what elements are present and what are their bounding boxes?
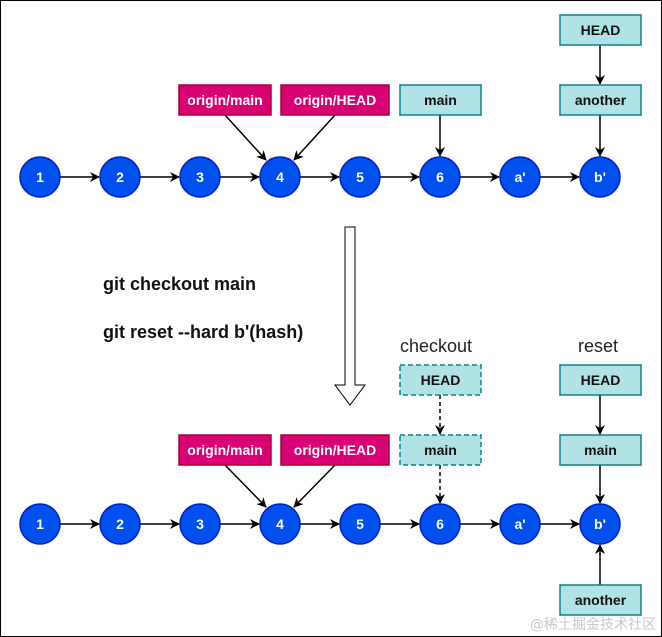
ref-label: origin/main [187, 442, 262, 458]
commit-node: 6 [419, 156, 461, 198]
ref-box [559, 14, 642, 46]
commit-label: 4 [276, 516, 284, 532]
commit-label: b' [594, 169, 606, 185]
commit-circle [19, 156, 61, 198]
commit-circle [419, 156, 461, 198]
ref-label: another [575, 92, 627, 108]
origin-main-ref: origin/main [178, 434, 272, 466]
commit-label: 3 [196, 169, 204, 185]
ref-label: HEAD [581, 372, 621, 388]
commit-node: 4 [259, 156, 301, 198]
ref-box [399, 84, 482, 116]
commit-circle [339, 503, 381, 545]
ref-label: HEAD [581, 22, 621, 38]
reset-main-ref: main [559, 434, 642, 466]
ref-box [280, 434, 390, 466]
checkout-head-ref: HEAD [399, 364, 482, 396]
ref-label: main [424, 92, 457, 108]
ref-label: origin/HEAD [294, 442, 376, 458]
another-ref: another [559, 584, 642, 616]
commit-node: 5 [339, 156, 381, 198]
commit-circle [99, 503, 141, 545]
commit-label: 2 [116, 169, 124, 185]
commit-circle [259, 503, 301, 545]
ref-box [559, 584, 642, 616]
commit-label: 2 [116, 516, 124, 532]
commit-label: 1 [36, 516, 44, 532]
commit-circle [579, 156, 621, 198]
caption-checkout: checkout [400, 336, 473, 356]
commit-label: 6 [436, 516, 444, 532]
commit-node: a' [499, 156, 541, 198]
ref-box [399, 434, 482, 466]
commit-label: a' [514, 516, 525, 532]
command-reset: git reset --hard b'(hash) [103, 322, 304, 342]
commit-circle [19, 503, 61, 545]
commit-label: 6 [436, 169, 444, 185]
origin-head-ref: origin/HEAD [280, 84, 390, 116]
commit-circle [579, 503, 621, 545]
ref-pointer [224, 114, 267, 161]
ref-box [559, 84, 642, 116]
ref-label: another [575, 592, 627, 608]
reset-head-ref: HEAD [559, 364, 642, 396]
commit-node: 5 [339, 503, 381, 545]
commit-circle [179, 503, 221, 545]
commit-label: 5 [356, 169, 364, 185]
commit-node: 4 [259, 503, 301, 545]
checkout-main-ref: main [399, 434, 482, 466]
commit-label: a' [514, 169, 525, 185]
ref-pointer [293, 114, 336, 161]
commit-label: 5 [356, 516, 364, 532]
commit-circle [499, 503, 541, 545]
ref-box [178, 84, 272, 116]
main-ref: main [399, 84, 482, 116]
commit-label: 3 [196, 516, 204, 532]
commit-circle [499, 156, 541, 198]
ref-label: origin/main [187, 92, 262, 108]
ref-label: main [424, 442, 457, 458]
commit-label: 4 [276, 169, 284, 185]
origin-main-ref: origin/main [178, 84, 272, 116]
commit-node: 3 [179, 503, 221, 545]
commit-node: 6 [419, 503, 461, 545]
commit-label: b' [594, 516, 606, 532]
commit-circle [179, 156, 221, 198]
head-ref: HEAD [559, 14, 642, 46]
commit-node: a' [499, 503, 541, 545]
commit-node: b' [579, 156, 621, 198]
ref-box [559, 434, 642, 466]
ref-label: HEAD [421, 372, 461, 388]
commit-node: b' [579, 503, 621, 545]
ref-pointer [293, 464, 336, 508]
watermark: @稀土掘金技术社区 [530, 617, 656, 633]
commit-node: 3 [179, 156, 221, 198]
ref-box [178, 434, 272, 466]
commit-circle [339, 156, 381, 198]
commit-circle [99, 156, 141, 198]
ref-label: origin/HEAD [294, 92, 376, 108]
commit-node: 2 [99, 156, 141, 198]
commit-node: 2 [99, 503, 141, 545]
ref-pointer [224, 464, 267, 508]
commit-label: 1 [36, 169, 44, 185]
caption-reset: reset [578, 336, 619, 356]
commit-node: 1 [19, 156, 61, 198]
ref-box [280, 84, 390, 116]
ref-label: main [584, 442, 617, 458]
commit-node: 1 [19, 503, 61, 545]
commit-circle [419, 503, 461, 545]
commit-circle [259, 156, 301, 198]
origin-head-ref: origin/HEAD [280, 434, 390, 466]
command-checkout: git checkout main [103, 274, 257, 294]
another-ref: another [559, 84, 642, 116]
ref-box [559, 364, 642, 396]
ref-box [399, 364, 482, 396]
transition-arrow [334, 226, 366, 406]
